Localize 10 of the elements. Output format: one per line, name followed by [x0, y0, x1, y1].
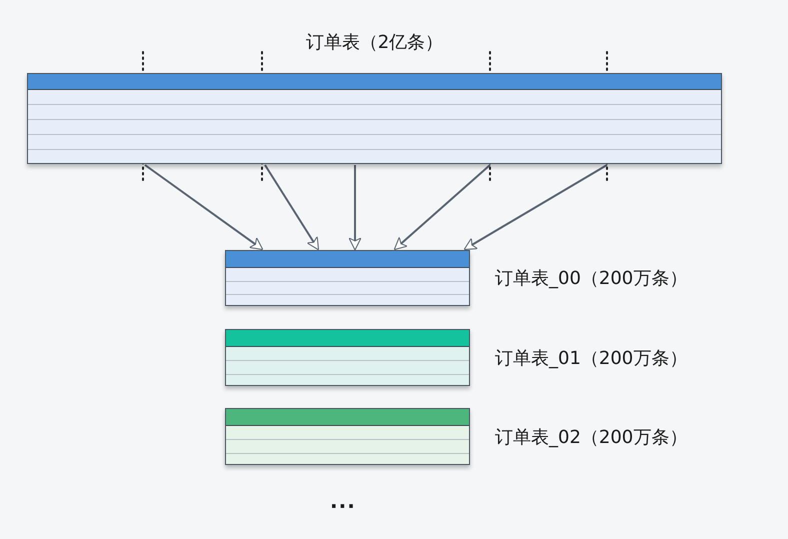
arrow: [394, 164, 491, 250]
table-label: 订单表_01（200万条）: [495, 346, 688, 370]
table-title: 订单表（2亿条）: [304, 31, 444, 54]
table-label: 订单表_02（200万条）: [495, 426, 688, 448]
ellipsis: ···: [330, 494, 356, 518]
arrow: [348, 165, 362, 250]
arrow: [264, 164, 320, 250]
arrow: [144, 164, 264, 250]
table-label: 订单表_00（200万条）: [495, 267, 688, 290]
arrow: [464, 164, 608, 250]
